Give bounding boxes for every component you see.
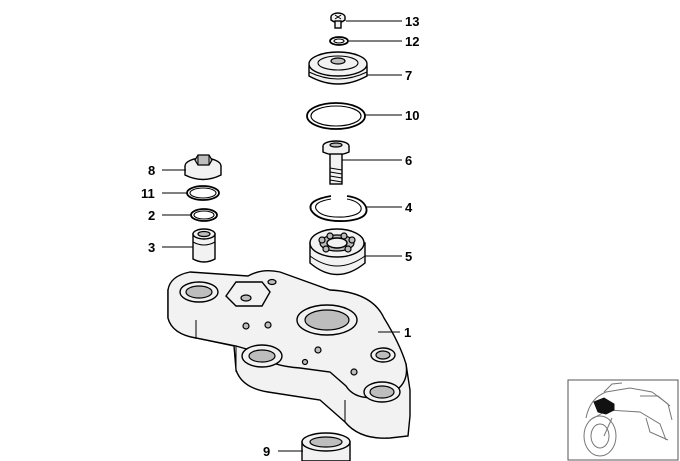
callout-4: 4 <box>405 200 413 215</box>
callout-8: 8 <box>148 163 155 178</box>
part-10-o-ring[interactable] <box>306 102 366 130</box>
callout-1: 1 <box>404 325 411 340</box>
callout-2: 2 <box>148 208 155 223</box>
part-6-bolt[interactable] <box>322 140 350 185</box>
part-4-circlip[interactable] <box>309 195 368 222</box>
part-12-washer[interactable] <box>329 36 349 46</box>
highlighted-area-marker <box>593 397 615 415</box>
callout-13: 13 <box>405 14 419 29</box>
part-3-bushing[interactable] <box>192 228 216 263</box>
part-8-plug[interactable] <box>184 154 222 181</box>
callout-12: 12 <box>405 34 419 49</box>
part-7-cap[interactable] <box>308 51 368 85</box>
part-11-o-ring[interactable] <box>186 185 220 201</box>
part-2-seal-ring[interactable] <box>190 208 218 222</box>
callout-3: 3 <box>148 240 155 255</box>
motorcycle-location-icon <box>567 379 679 461</box>
callout-6: 6 <box>405 153 412 168</box>
part-5-bearing[interactable] <box>309 228 366 276</box>
part-9-bushing[interactable] <box>301 432 351 461</box>
callout-10: 10 <box>405 108 419 123</box>
callout-labels: 13 12 7 10 6 4 5 8 11 2 3 1 9 <box>141 14 419 459</box>
callout-7: 7 <box>405 68 412 83</box>
leader-lines <box>162 20 402 452</box>
part-1-fork-bridge[interactable] <box>167 269 411 439</box>
callout-9: 9 <box>263 444 270 459</box>
part-13-screw[interactable] <box>330 12 346 29</box>
callout-5: 5 <box>405 249 412 264</box>
callout-11: 11 <box>141 186 155 201</box>
